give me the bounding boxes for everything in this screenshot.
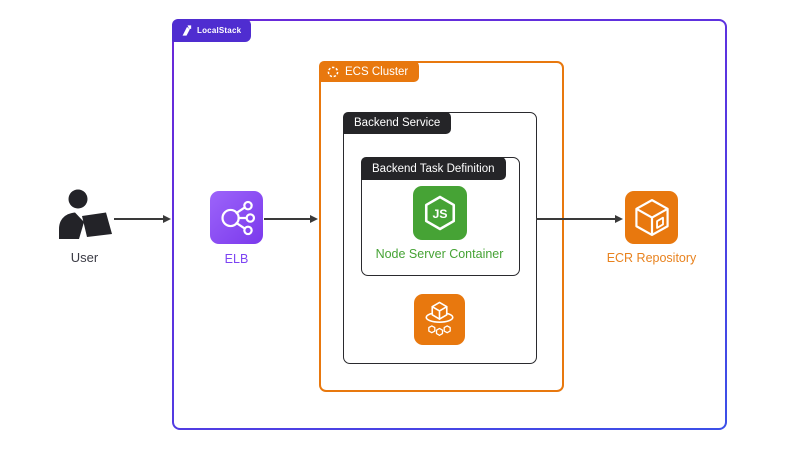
localstack-tab: LocalStack (172, 19, 252, 42)
ecr-repository-node (625, 191, 678, 244)
backend-task-definition-label: Backend Task Definition (372, 162, 495, 175)
nodejs-hexagon-icon: JS (418, 191, 462, 235)
person-at-laptop-icon (56, 189, 114, 239)
arrow-elb-to-ecs-cluster (264, 214, 318, 223)
localstack-tab-label: LocalStack (197, 26, 242, 35)
node-server-container-node: JS (413, 186, 467, 240)
node-server-container-label: Node Server Container (375, 247, 504, 261)
backend-task-definition-tab: Backend Task Definition (361, 157, 506, 180)
load-balancer-icon (215, 196, 259, 240)
elb-label: ELB (224, 252, 249, 266)
elb-node (210, 191, 263, 244)
container-registry-cube-icon (630, 196, 674, 240)
ecs-cluster-label: ECS Cluster (345, 65, 409, 78)
cluster-ring-icon (327, 66, 339, 78)
backend-service-label: Backend Service (354, 117, 441, 129)
user-label: User (70, 250, 99, 265)
ecs-service-node (414, 294, 465, 345)
arrow-user-to-elb (114, 214, 171, 223)
backend-service-tab: Backend Service (343, 112, 452, 134)
arrow-backend-service-to-ecr (536, 214, 623, 223)
ecs-cluster-tab: ECS Cluster (319, 61, 420, 82)
ecr-repository-label: ECR Repository (606, 251, 697, 265)
svg-text:JS: JS (432, 207, 447, 221)
ecs-cube-ring-icon (419, 299, 460, 340)
localstack-logo-icon (180, 24, 192, 37)
